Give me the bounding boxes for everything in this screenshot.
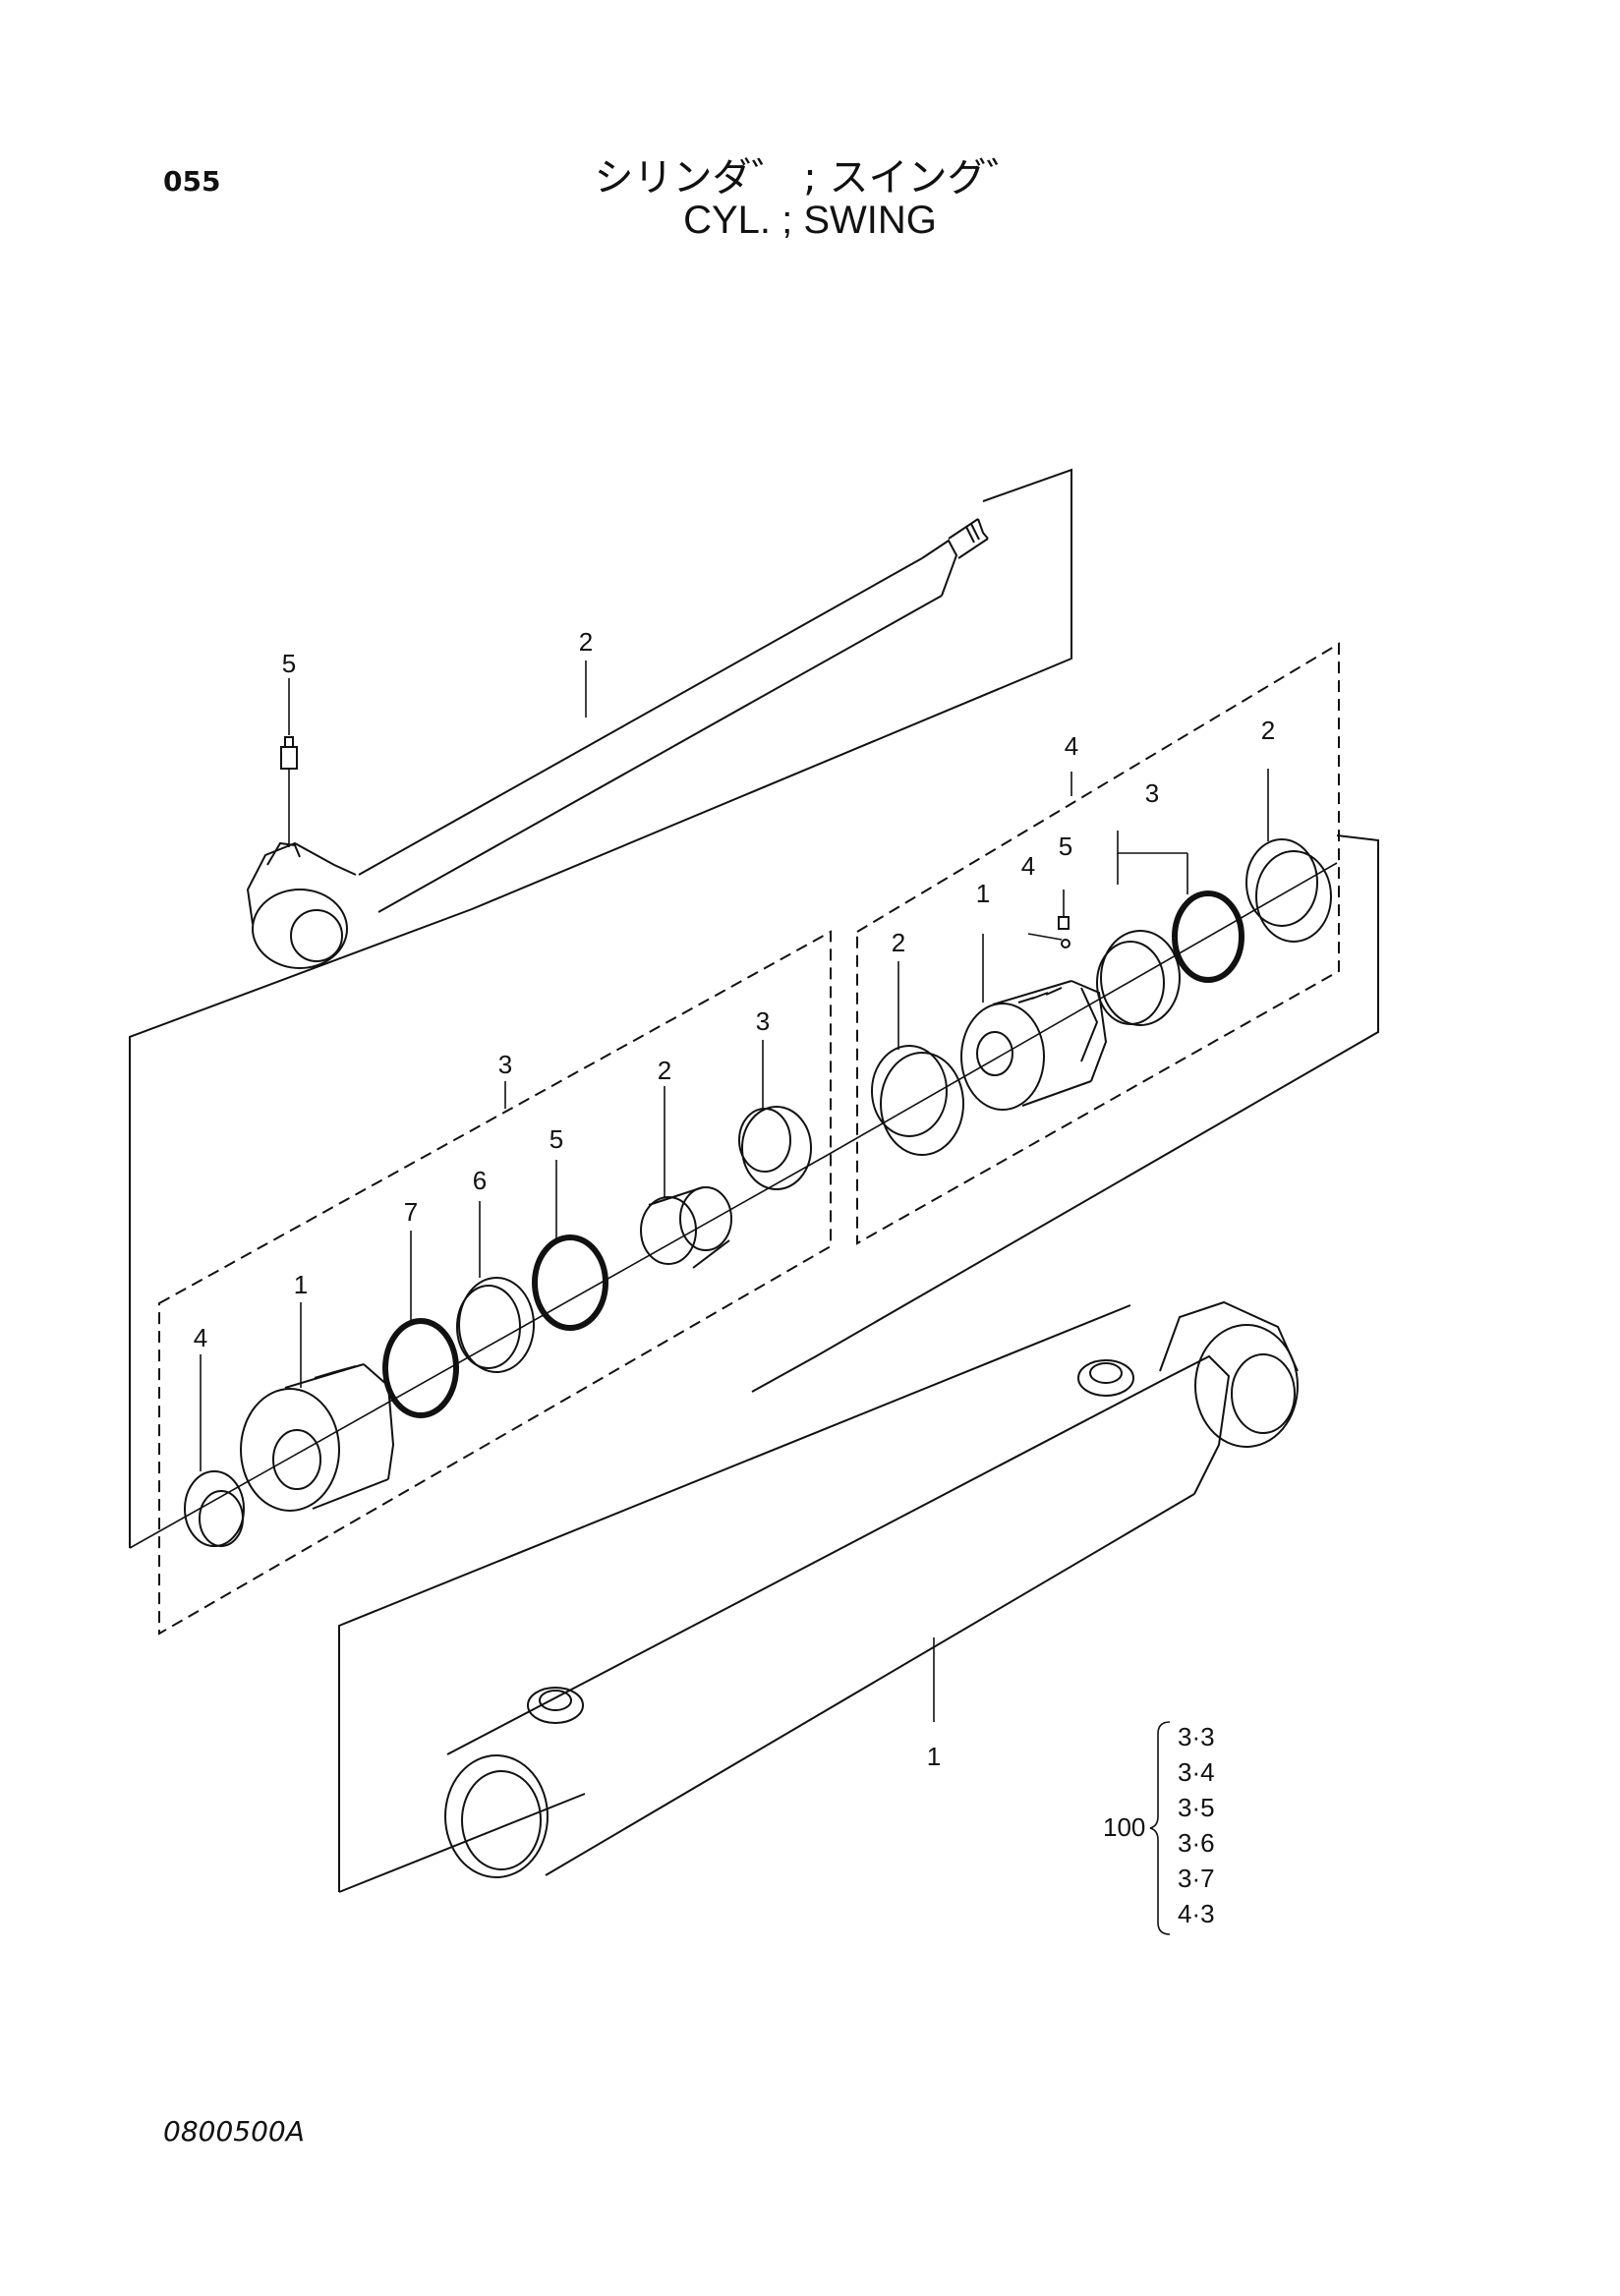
cylinder-head [240,1363,395,1512]
applicability-model: 3·5 [1178,1793,1215,1822]
callout-cylinder-head: 1 [294,1270,308,1299]
drawing-number: 0800500A [163,2115,305,2148]
o-ring-5 [532,1234,608,1331]
applicability-brace [1149,1721,1171,1935]
callout-cylinder-tube: 1 [927,1742,941,1771]
applicability-model: 3·7 [1178,1864,1215,1893]
leader-steel-ball [1027,933,1063,941]
callout-piston-kit-seal-set: 3 [1145,778,1159,808]
callout-dust-seal-right: 3 [756,1006,770,1036]
seal-ring-thin-inner [1096,941,1165,1025]
callout-wear-ring-right: 2 [1261,716,1275,745]
piston-kit-outer-frame [751,834,1379,1393]
callout-rod: 2 [579,627,593,657]
callout-bushing: 2 [658,1056,671,1085]
applicability-model: 3·4 [1178,1757,1215,1787]
head-kit-frame [158,930,832,1636]
piston-kit-frame [856,642,1340,1245]
backup-ring-6 [458,1277,535,1373]
cylinder-tube-frame [338,1304,1131,1892]
cylinder-tube [444,1300,1299,1878]
callout-steel-ball: 4 [1021,851,1035,881]
callout-piston: 1 [976,879,990,908]
callout-wear-ring-left: 2 [892,928,905,957]
applicability-model: 3·3 [1178,1722,1215,1751]
callout-grease-nipple: 5 [282,649,296,678]
rod-group-frame [129,468,1072,1548]
piston [960,980,1108,1111]
leader-seal-set-bracket-top [1117,831,1187,854]
callout-o-ring-5: 5 [550,1124,563,1154]
steel-ball [1061,939,1070,948]
head-kit-centerline [129,1154,829,1549]
piston-rod [246,518,989,969]
wear-ring-left [871,1045,964,1156]
o-ring-7 [382,1318,459,1418]
set-screw [1058,916,1070,930]
page-code: 055 [163,165,221,198]
wear-ring-right [1245,838,1332,943]
page-title-english: CYL. ; SWING [683,199,937,242]
callout-o-ring-7: 7 [404,1197,418,1227]
callout-set-screw: 5 [1059,832,1072,861]
page-title-japanese: シリンダ゛ ; スイング゛ [594,155,1026,201]
backup-ring-6-inner [456,1285,521,1369]
grease-nipple [280,736,298,847]
applicability-model: 3·6 [1178,1828,1215,1858]
callout-head-kit: 3 [498,1050,512,1079]
applicability-prefix: 100 [1103,1812,1145,1842]
bushing [640,1186,732,1269]
cylinder-tube-frame-base [338,1793,586,1893]
callout-dust-seal-left: 4 [194,1323,207,1352]
dust-seal-left [184,1470,245,1547]
callout-backup-ring-6: 6 [473,1166,487,1195]
applicability-model-list: 3·3 3·4 3·5 3·6 3·7 4·3 [1178,1722,1215,1928]
dust-seal-right [738,1106,812,1190]
callout-piston-kit: 4 [1065,731,1078,761]
seal-ring-thin [1100,930,1181,1026]
applicability-model: 4·3 [1178,1899,1215,1928]
piston-kit-centerline [827,862,1338,1156]
seal-ring-bold [1172,890,1244,983]
